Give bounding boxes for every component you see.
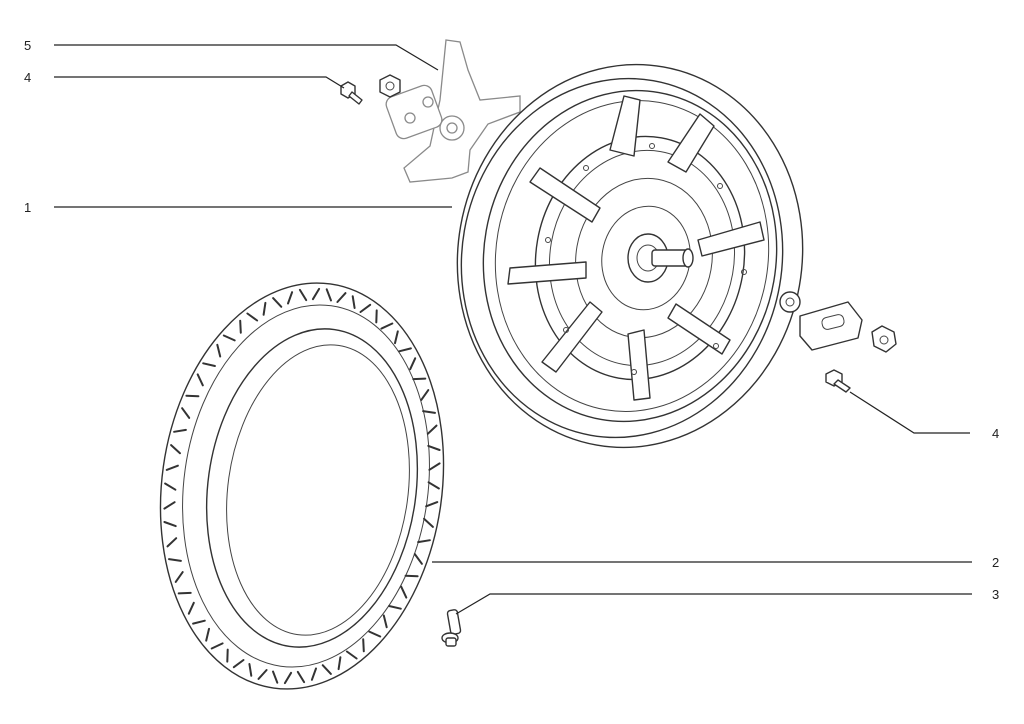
tread-mark: [311, 287, 321, 301]
tread-mark: [380, 322, 394, 330]
tread-mark: [420, 389, 430, 401]
tread-mark: [287, 291, 294, 305]
tread-mark: [187, 601, 195, 615]
tread-mark: [359, 303, 372, 313]
callout-5: 5: [24, 38, 31, 53]
tread-mark: [336, 292, 347, 303]
tread-mark: [425, 501, 439, 508]
tread-mark: [222, 334, 236, 342]
callout-leaders: [54, 44, 972, 615]
tread-mark: [400, 585, 408, 599]
tread-mark: [210, 642, 224, 650]
tread-mark: [163, 501, 176, 510]
tread-mark: [422, 410, 436, 414]
axle-washer-right: [779, 291, 801, 313]
tread-mark: [239, 319, 242, 334]
tread-mark: [216, 343, 222, 358]
tread-mark: [345, 650, 358, 660]
tread-mark: [325, 288, 332, 302]
tread-mark: [321, 664, 332, 675]
tread-mark: [173, 428, 187, 433]
tread-mark: [170, 444, 181, 455]
tread-mark: [382, 614, 388, 629]
tread-mark: [283, 671, 293, 685]
callout-4-right: 4: [992, 426, 999, 441]
tread-mark: [177, 591, 192, 595]
tread-mark: [409, 357, 417, 371]
torque-plate-right: [799, 301, 863, 351]
tread-mark: [423, 517, 434, 528]
tread-mark: [412, 377, 427, 381]
callout-1: 1: [24, 200, 31, 215]
tread-mark: [257, 669, 268, 680]
tread-mark: [427, 481, 440, 490]
tread-mark: [413, 553, 423, 565]
tread-mark: [164, 482, 177, 491]
bolt-right: [825, 369, 851, 393]
tread-mark: [427, 444, 441, 451]
tread-mark: [428, 462, 441, 471]
callout-4-top: 4: [24, 70, 31, 85]
tread-mark: [165, 464, 179, 471]
tread-mark: [337, 656, 342, 671]
axle-nut-right: [871, 325, 897, 353]
bolt-top: [340, 81, 363, 105]
axle-nut-left: [379, 74, 401, 98]
tread-mark: [205, 627, 210, 642]
wheel-rim-hub-motor: [456, 63, 804, 449]
tread-mark: [246, 312, 259, 322]
tread-mark: [368, 630, 382, 638]
tread-mark: [174, 571, 184, 583]
valve-stem: [441, 609, 462, 647]
tread-mark: [362, 638, 365, 653]
tread-mark: [166, 537, 178, 548]
tread-mark: [296, 670, 306, 684]
tread-mark: [398, 347, 412, 353]
tread-mark: [202, 362, 216, 367]
tread-mark: [310, 667, 317, 681]
tread-mark: [298, 288, 308, 302]
tread-mark: [232, 659, 245, 669]
tread-mark: [168, 558, 182, 562]
tread-mark: [388, 605, 402, 610]
tread-mark: [272, 670, 279, 684]
tread-mark: [196, 373, 204, 387]
tread-mark: [351, 295, 356, 309]
tread-mark: [181, 407, 191, 419]
mounting-bracket: [385, 39, 521, 183]
tread-mark: [192, 619, 206, 625]
tread-mark: [272, 297, 283, 308]
callout-3: 3: [992, 587, 999, 602]
tread-mark: [394, 330, 399, 345]
tread-mark: [262, 301, 267, 316]
tread-mark: [163, 521, 177, 528]
callout-2: 2: [992, 555, 999, 570]
tire: [159, 282, 445, 690]
tread-mark: [417, 539, 431, 544]
tread-mark: [426, 424, 438, 435]
tread-mark: [248, 663, 253, 677]
